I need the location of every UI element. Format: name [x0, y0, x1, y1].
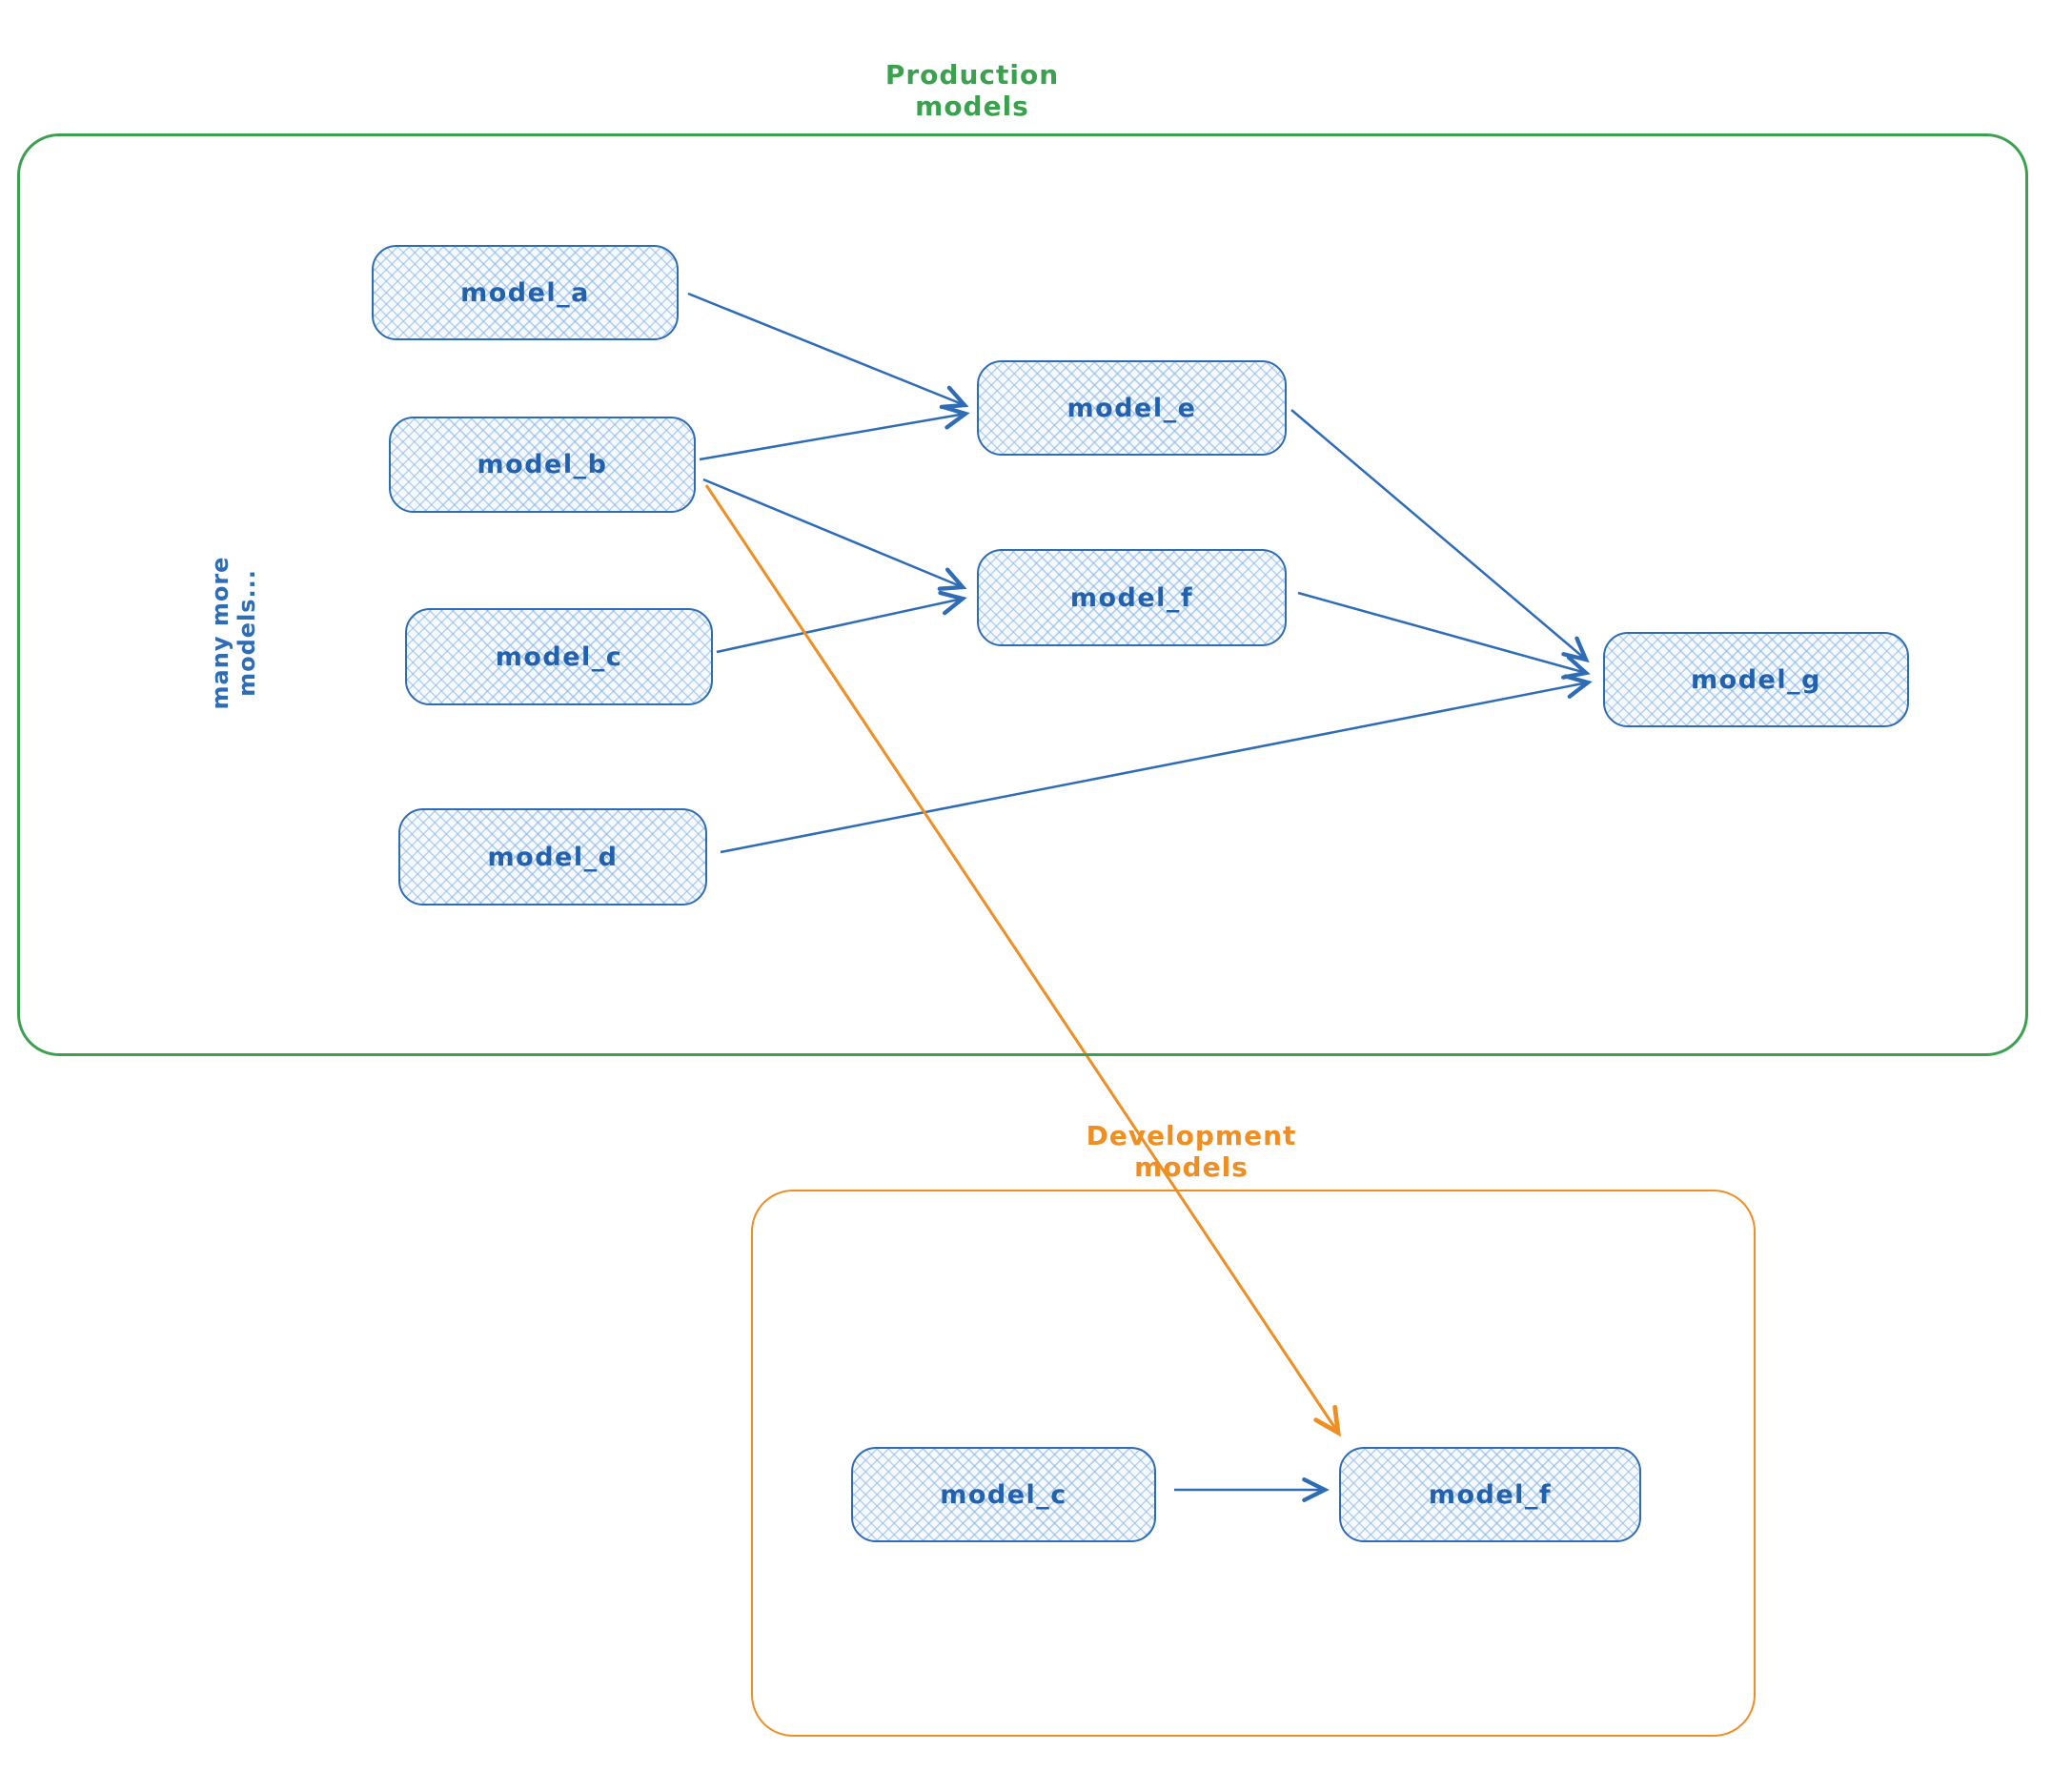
node-model-e: model_e: [977, 360, 1287, 456]
node-model-g-label: model_g: [1691, 664, 1821, 695]
node-dev-model-c: model_c: [851, 1447, 1156, 1542]
node-dev-model-f: model_f: [1339, 1447, 1641, 1542]
node-model-c-label: model_c: [495, 641, 623, 672]
many-more-models-note: many more models...: [207, 556, 260, 710]
node-model-a-label: model_a: [460, 277, 590, 308]
production-group-frame: [17, 133, 2028, 1056]
node-model-d-label: model_d: [487, 842, 619, 872]
node-model-c: model_c: [405, 608, 713, 705]
production-group-title: Production models: [884, 59, 1060, 122]
node-model-d: model_d: [398, 808, 707, 906]
node-model-g: model_g: [1603, 632, 1909, 727]
node-model-b-label: model_b: [477, 450, 608, 479]
node-model-f-label: model_f: [1069, 582, 1194, 613]
node-dev-model-f-label: model_f: [1428, 1479, 1553, 1510]
development-group-title: Development models: [1086, 1120, 1297, 1183]
node-model-b: model_b: [389, 417, 696, 513]
development-group-frame: [751, 1190, 1756, 1737]
node-model-f: model_f: [977, 549, 1287, 646]
node-model-e-label: model_e: [1066, 393, 1197, 423]
node-model-a: model_a: [372, 245, 679, 340]
node-dev-model-c-label: model_c: [940, 1479, 1067, 1510]
